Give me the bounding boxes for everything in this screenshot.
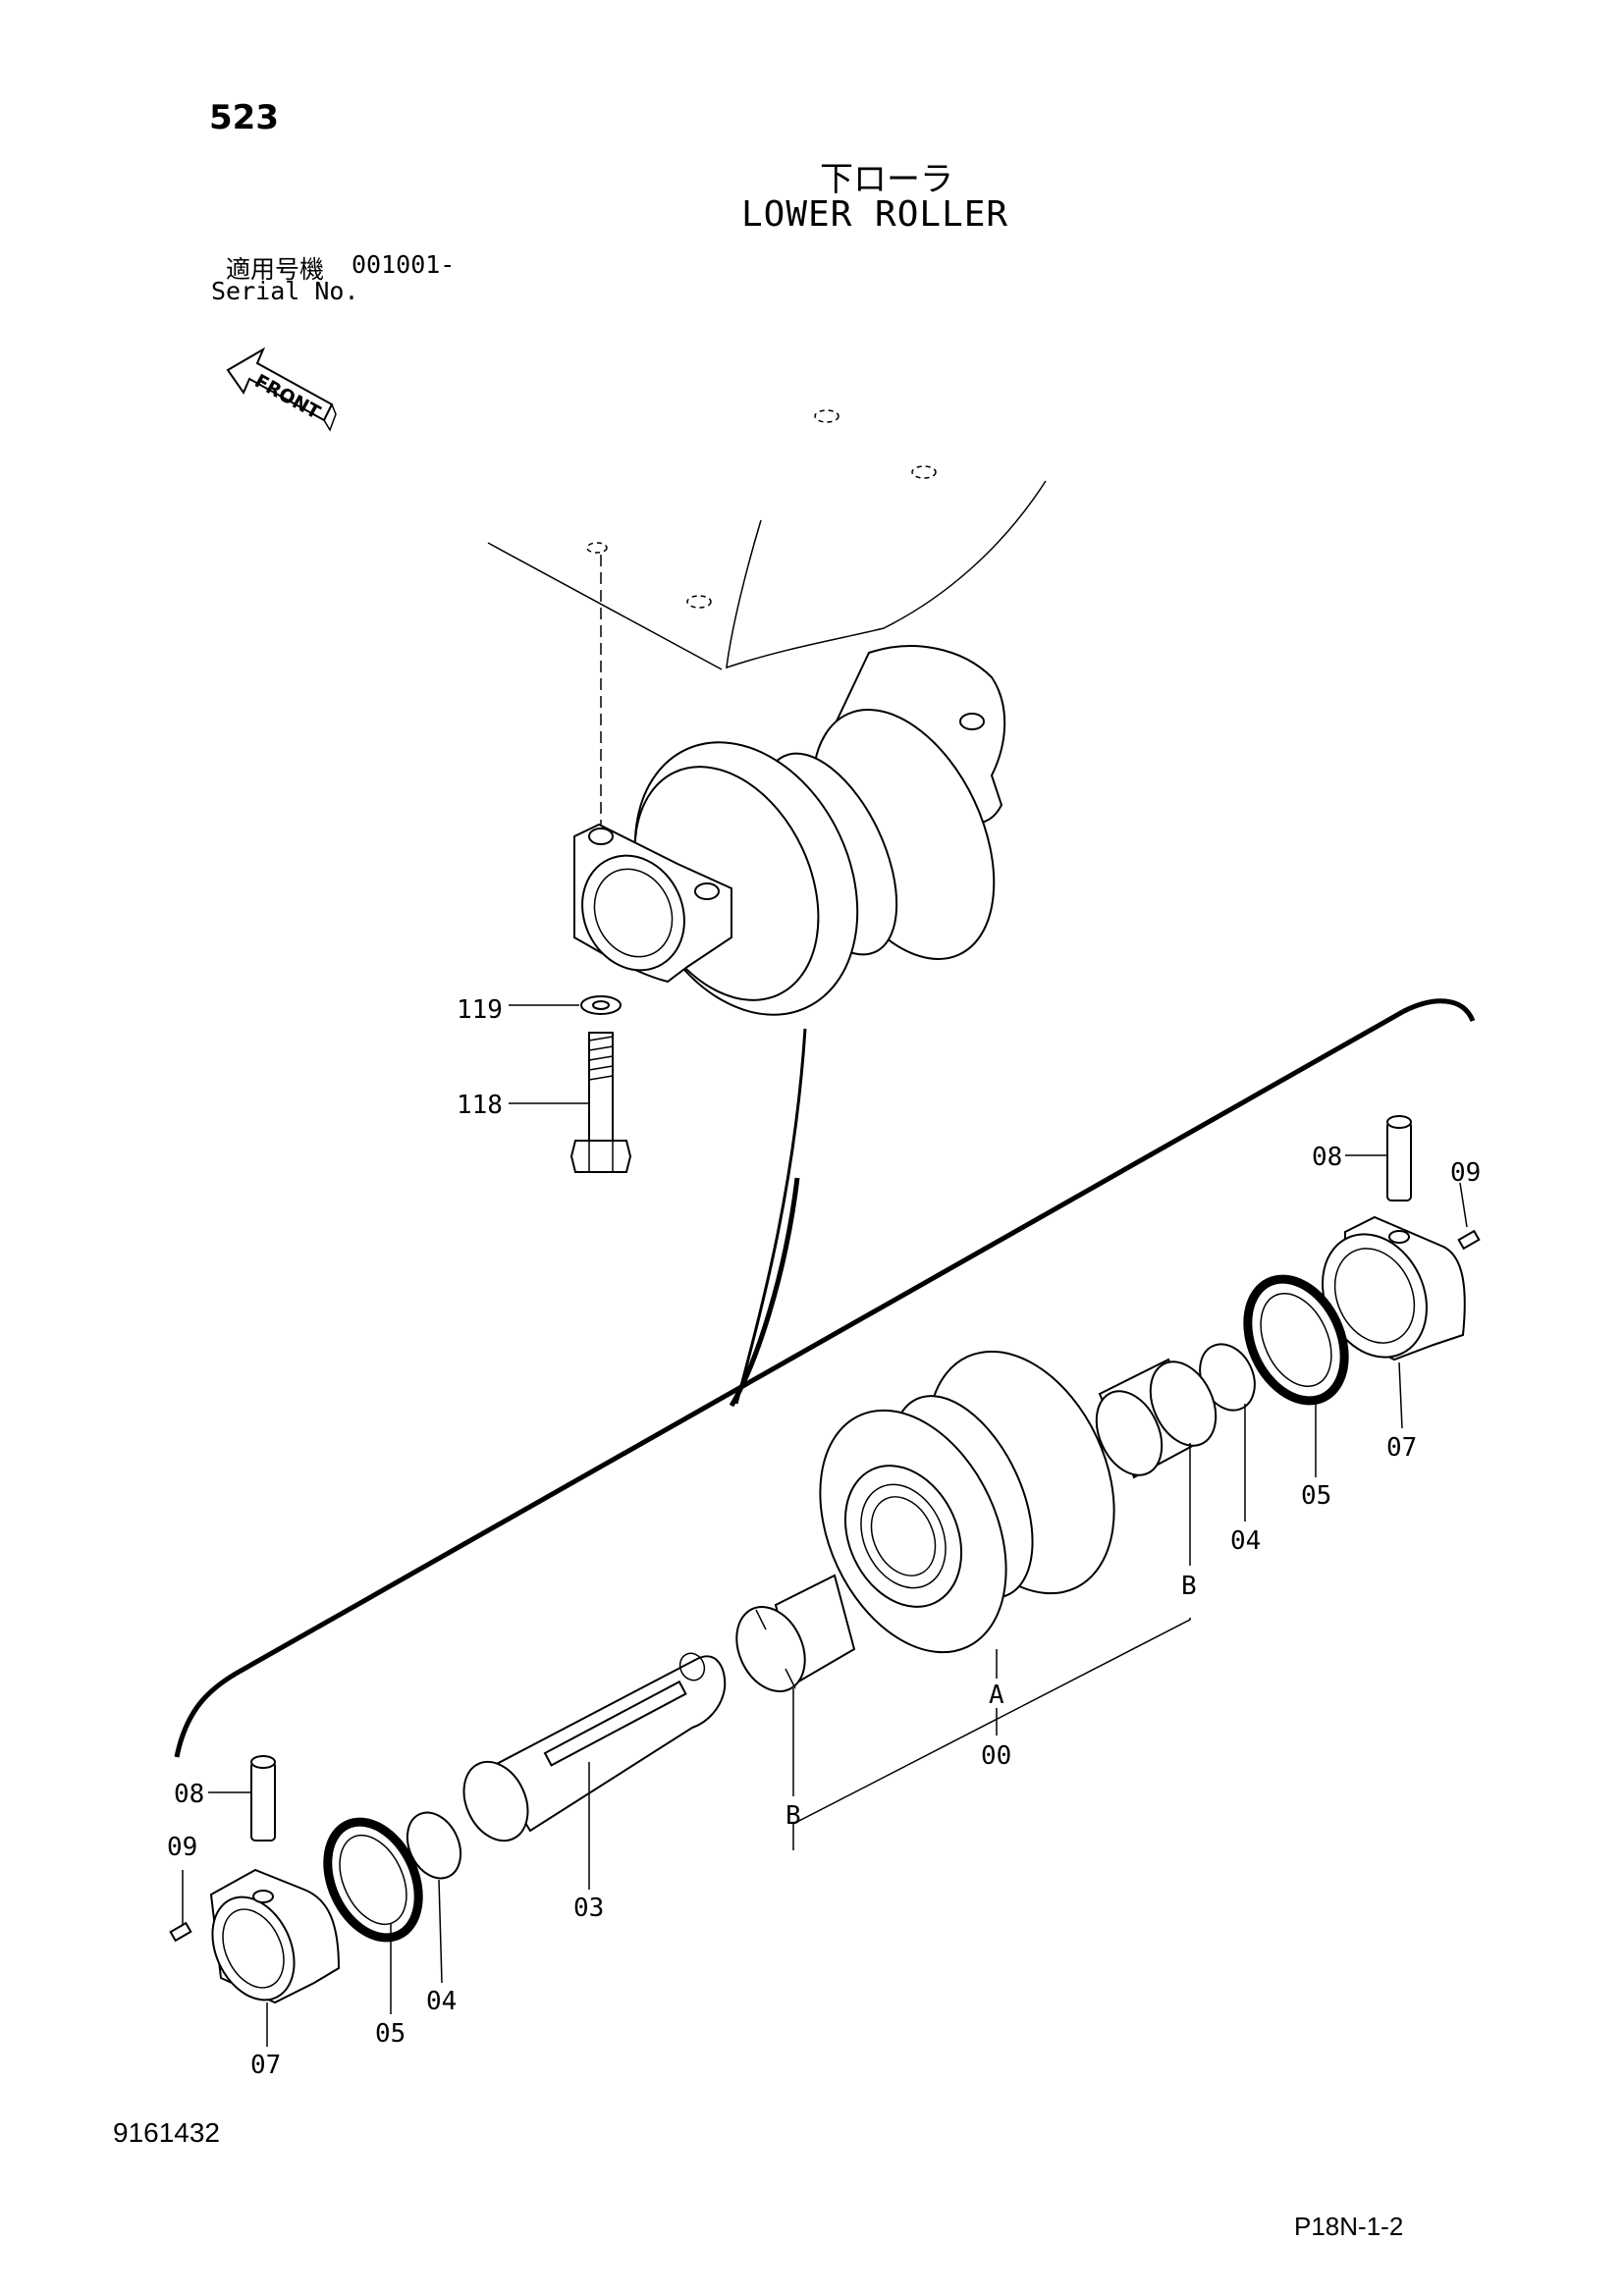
callout-05-right: 05: [1301, 1481, 1331, 1511]
o-ring-part-04-left: [406, 1811, 462, 1880]
floating-seal-part-05-right: [1243, 1274, 1349, 1406]
title-english: LOWER ROLLER: [741, 194, 1009, 235]
callout-09-right: 09: [1450, 1158, 1481, 1188]
callout-07-left: 07: [250, 2051, 281, 2080]
callout-b-left: B: [785, 1801, 801, 1831]
leader-lines: [182, 1004, 1468, 2047]
callout-03: 03: [573, 1894, 604, 1923]
callout-a: A: [989, 1681, 1004, 1710]
callout-04-right: 04: [1230, 1526, 1261, 1556]
bolt-part-118: [569, 1032, 632, 1173]
shaft-part-03: [462, 1652, 727, 1842]
serial-label-english: Serial No.: [211, 277, 359, 305]
callout-08-left: 08: [174, 1780, 204, 1809]
floating-seal-part-05-left: [323, 1817, 423, 1943]
callout-08-right: 08: [1312, 1143, 1342, 1172]
track-frame: [487, 409, 1047, 864]
serial-number-value: 001001-: [352, 250, 456, 279]
washer-part-119: [580, 995, 622, 1015]
assembled-lower-roller: [573, 645, 1006, 1016]
callout-07-right: 07: [1386, 1433, 1417, 1463]
callout-05-left: 05: [375, 2019, 406, 2049]
serial-label-japanese: 適用号機: [226, 255, 325, 284]
plug-part-09-right: [1457, 1229, 1481, 1251]
plug-part-09-left: [169, 1921, 192, 1943]
exploded-view-boundary: [174, 998, 1476, 1758]
callout-b-right: B: [1181, 1572, 1197, 1601]
front-arrow-icon: FRONT: [226, 347, 337, 432]
callout-00: 00: [981, 1741, 1011, 1771]
callout-04-left: 04: [426, 1987, 457, 2016]
page-number: 523: [209, 98, 279, 137]
callout-119: 119: [457, 995, 503, 1025]
page-reference: P18N-1-2: [1294, 2212, 1404, 2241]
roller-part-a: [819, 1350, 1115, 1654]
pin-part-08-left: [250, 1755, 276, 1842]
pin-part-08-right: [1386, 1115, 1412, 1201]
bushing-left: [735, 1574, 856, 1692]
drawing-number: 9161432: [113, 2117, 221, 2148]
front-arrow-label: FRONT: [251, 370, 324, 423]
title-japanese: 下ローラ: [820, 160, 953, 199]
collar-part-07-left: [209, 1868, 341, 2004]
collar-part-07-right: [1322, 1215, 1466, 1362]
bushing-right: [1095, 1358, 1218, 1479]
callout-118: 118: [457, 1091, 503, 1120]
callout-09-left: 09: [167, 1833, 197, 1862]
